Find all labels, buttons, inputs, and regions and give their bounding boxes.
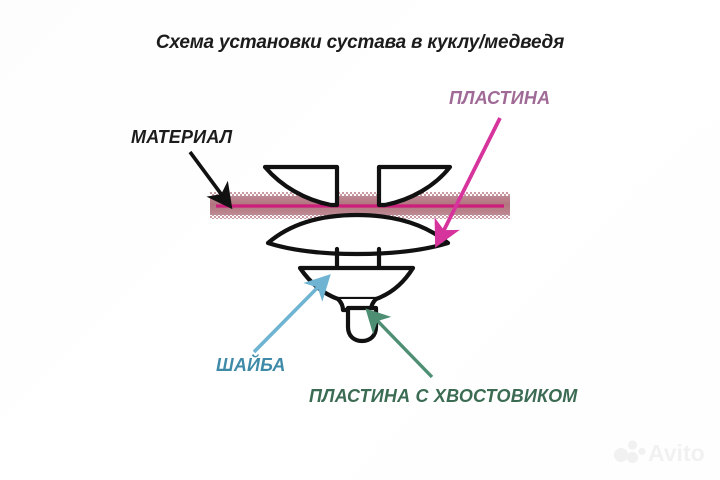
- arrow-plate: [434, 117, 502, 248]
- second-plate-shape: [265, 212, 451, 257]
- arrow-washer: [252, 274, 331, 354]
- page-title: Схема установки сустава в куклу/медведя: [155, 32, 565, 53]
- arrow-material: [188, 150, 233, 210]
- label-plate: ПЛАСТИНА: [449, 88, 551, 108]
- label-material: МАТЕРИАЛ: [131, 127, 233, 147]
- label-washer: ШАЙБА: [216, 355, 286, 375]
- arrow-plate-with-shank: [365, 308, 434, 379]
- top-plate-shape: [262, 164, 453, 208]
- label-plate-with-shank: ПЛАСТИНА С ХВОСТОВИКОМ: [309, 386, 578, 406]
